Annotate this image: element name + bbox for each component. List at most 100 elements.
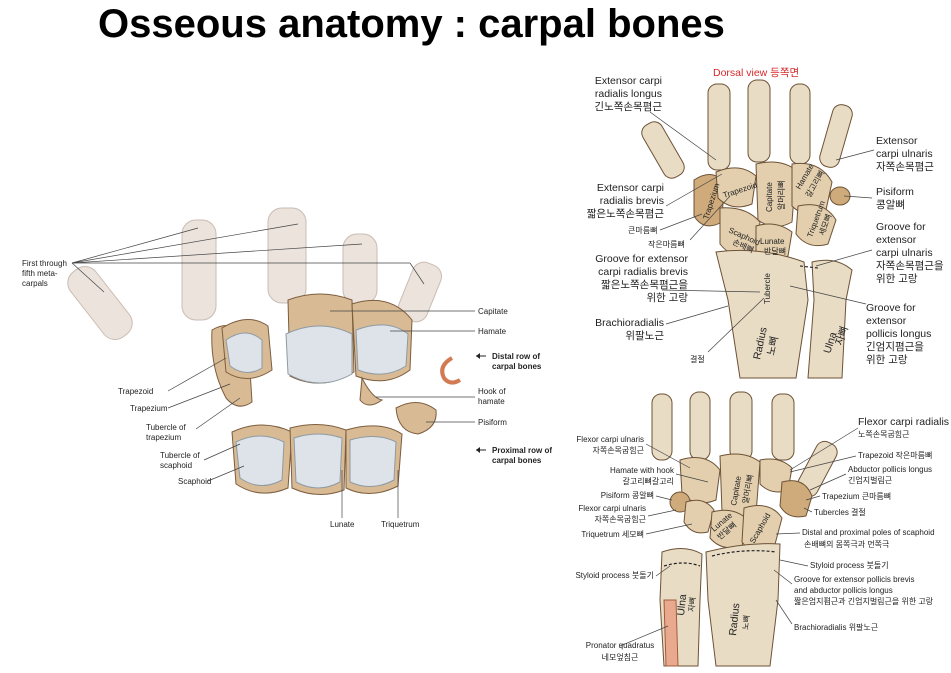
label-tubercles: Tubercles 결절 (814, 507, 866, 517)
label-metacarpals-2: fifth meta- (22, 269, 58, 278)
label-ecu-1: Extensor (876, 135, 918, 147)
label-keunmareum: 큰마름뼈 (628, 225, 657, 235)
label-tubercle-trapezium-2: trapezium (146, 433, 181, 442)
dorsal-ulna (807, 259, 853, 379)
dorsal-metacarpal-3 (747, 79, 771, 163)
palmar-leader-lines (619, 427, 859, 647)
label-groove-epl-2: extensor (866, 315, 907, 327)
label-jageunmareum: 작은마름뼈 (648, 239, 685, 249)
label-apl-1: Abductor pollicis longus (848, 465, 932, 474)
label-groove-ecrb-4: 위한 고랑 (646, 291, 688, 304)
label-distal-row-2: carpal bones (492, 362, 542, 371)
palmar-metacarpal-3 (729, 391, 753, 461)
palmar-metacarpal-4 (689, 391, 711, 461)
label-distal-row-1: Distal row of (492, 352, 540, 361)
dorsal-metacarpal-1 (641, 121, 685, 179)
label-ecu-2: carpi ulnaris (876, 148, 933, 160)
label-trapezium: Trapezium (130, 404, 168, 413)
hamate-cartilage (355, 324, 409, 375)
label-hook-of-hamate-2: hamate (478, 397, 505, 406)
label-groove-epl-5: 위한 고랑 (866, 353, 908, 366)
label-fcu2-2: 자쪽손목굽힘근 (594, 514, 646, 524)
dorsal-capitate (755, 161, 797, 227)
palmar-metacarpal-5 (651, 393, 673, 461)
label-fcr-2: 노쪽손목굽힘근 (858, 429, 910, 439)
palmar-radius (705, 543, 781, 667)
label-ecrl-1: Extensor carpi (595, 75, 662, 87)
label-hook-of-hamate-1: Hook of (478, 387, 506, 396)
bone-label-capitate-kr: 알머리뼈 (776, 181, 786, 210)
label-ecrl-3: 긴노쪽손목폄근 (594, 101, 662, 113)
bone-label-ulna-kr: 자뼈 (833, 325, 850, 347)
label-scaphoid-poles-2: 손배뼈의 몸쪽극과 먼쪽극 (804, 539, 889, 549)
label-groove-ecrb-1: Groove for extensor (595, 253, 688, 265)
palmar-trapezium (779, 480, 813, 518)
bone-label-palmar-radius: Radius (727, 603, 742, 637)
dorsal-triquetrum (795, 204, 837, 247)
label-groove-ecrb-2: carpi radialis brevis (598, 266, 688, 278)
label-metacarpals-1: First through (22, 259, 67, 268)
bone-label-palmar-ulna: Ulna (675, 593, 689, 616)
label-pronator-1: Pronator quadratus (586, 641, 655, 650)
palmar-illustration (648, 390, 854, 667)
label-hamate: Hamate (478, 327, 507, 336)
metacarpal-1 (67, 265, 133, 341)
label-ecu-3: 자쪽손목폄근 (876, 161, 934, 173)
label-groove-epb-1: Groove for extensor pollicis brevis (794, 575, 915, 584)
label-lunate: Lunate (330, 520, 355, 529)
label-scaphoid: Scaphoid (178, 477, 211, 486)
label-tubercle-trapezium-1: Tubercle of (146, 423, 187, 432)
label-tubercle-kr: 결절 (690, 354, 705, 364)
label-ecrb-3: 짧은노쪽손목폄근 (587, 208, 665, 220)
scaphoid-cartilage (235, 435, 285, 486)
label-groove-ecu-1: Groove for (876, 221, 926, 233)
label-pisiform: Pisiform (478, 418, 507, 427)
label-groove-epl-3: pollicis longus (866, 328, 931, 340)
label-groove-ecu-4: 자쪽손목폄근을 (876, 260, 944, 272)
label-groove-ecu-5: 위한 고랑 (876, 272, 918, 285)
dorsal-metacarpal-4 (789, 83, 811, 165)
dorsal-illustration (641, 79, 854, 379)
label-groove-epb-3: 짧은엄지폄근과 긴엄지벌림근을 위한 고랑 (794, 596, 934, 606)
label-ecrl-2: radialis longus (595, 88, 662, 100)
pisiform-bone (395, 402, 437, 435)
dorsal-radius (715, 249, 809, 379)
label-fcu2-1: Flexor carpi ulnaris (578, 504, 646, 513)
label-pisiform-dorsal-1: Pisiform (876, 186, 914, 198)
dorsal-view-label: Dorsal view 등쪽면 (713, 67, 799, 79)
label-palmar-brachioradialis: Brachioradialis 위팔노근 (794, 622, 878, 632)
label-proximal-row-1: Proximal row of (492, 446, 552, 455)
label-tubercle-scaphoid-2: scaphoid (160, 461, 192, 470)
label-palmar-trapezium: Trapezium 큰마름뼈 (822, 491, 891, 501)
label-proximal-row-2: carpal bones (492, 456, 542, 465)
label-styloid-left: Styloid process 붓돌기 (575, 571, 654, 580)
label-palmar-pisiform: Pisiform 콩알뼈 (601, 490, 654, 500)
dorsal-leader-lines (649, 111, 875, 353)
label-groove-epl-1: Groove for (866, 302, 916, 314)
label-pronator-2: 네모엎침근 (602, 652, 639, 662)
dorsal-labels: Dorsal view 등쪽면 Extensor carpi radialis … (587, 67, 944, 366)
label-fcu-2: 자쪽손목굽힘근 (592, 445, 644, 455)
label-ecrb-2: radialis brevis (600, 195, 664, 207)
label-styloid-right: Styloid process 붓돌기 (810, 561, 889, 570)
triquetrum-cartilage (349, 436, 397, 487)
pronator-quadratus-muscle (663, 599, 679, 667)
bone-label-tubercle: Tubercle (763, 273, 772, 304)
metacarpal-2 (181, 219, 217, 321)
bone-label-capitate: Capitate (765, 182, 774, 212)
left-labels: First through fifth meta- carpals Capita… (22, 259, 552, 529)
label-hamate-hook-1: Hamate with hook (610, 466, 675, 475)
label-ecrb-1: Extensor carpi (597, 182, 664, 194)
label-palmar-trapezoid: Trapezoid 작은마름뼈 (858, 450, 932, 460)
dorsal-metacarpal-2 (707, 83, 731, 171)
label-brachioradialis-2: 위팔노근 (625, 329, 664, 342)
page-title: Osseous anatomy : carpal bones (98, 2, 725, 46)
label-groove-ecrb-3: 짧은노쪽손목폄근을 (601, 279, 688, 291)
bone-label-palmar-ulna-kr: 자뼈 (686, 597, 697, 613)
hook-of-hamate-bone (359, 376, 384, 406)
left-leader-lines (71, 223, 486, 518)
palmar-metacarpal-2 (771, 393, 795, 461)
label-brachioradialis-1: Brachioradialis (595, 317, 664, 329)
label-groove-epl-4: 긴엄지폄근을 (866, 341, 924, 353)
